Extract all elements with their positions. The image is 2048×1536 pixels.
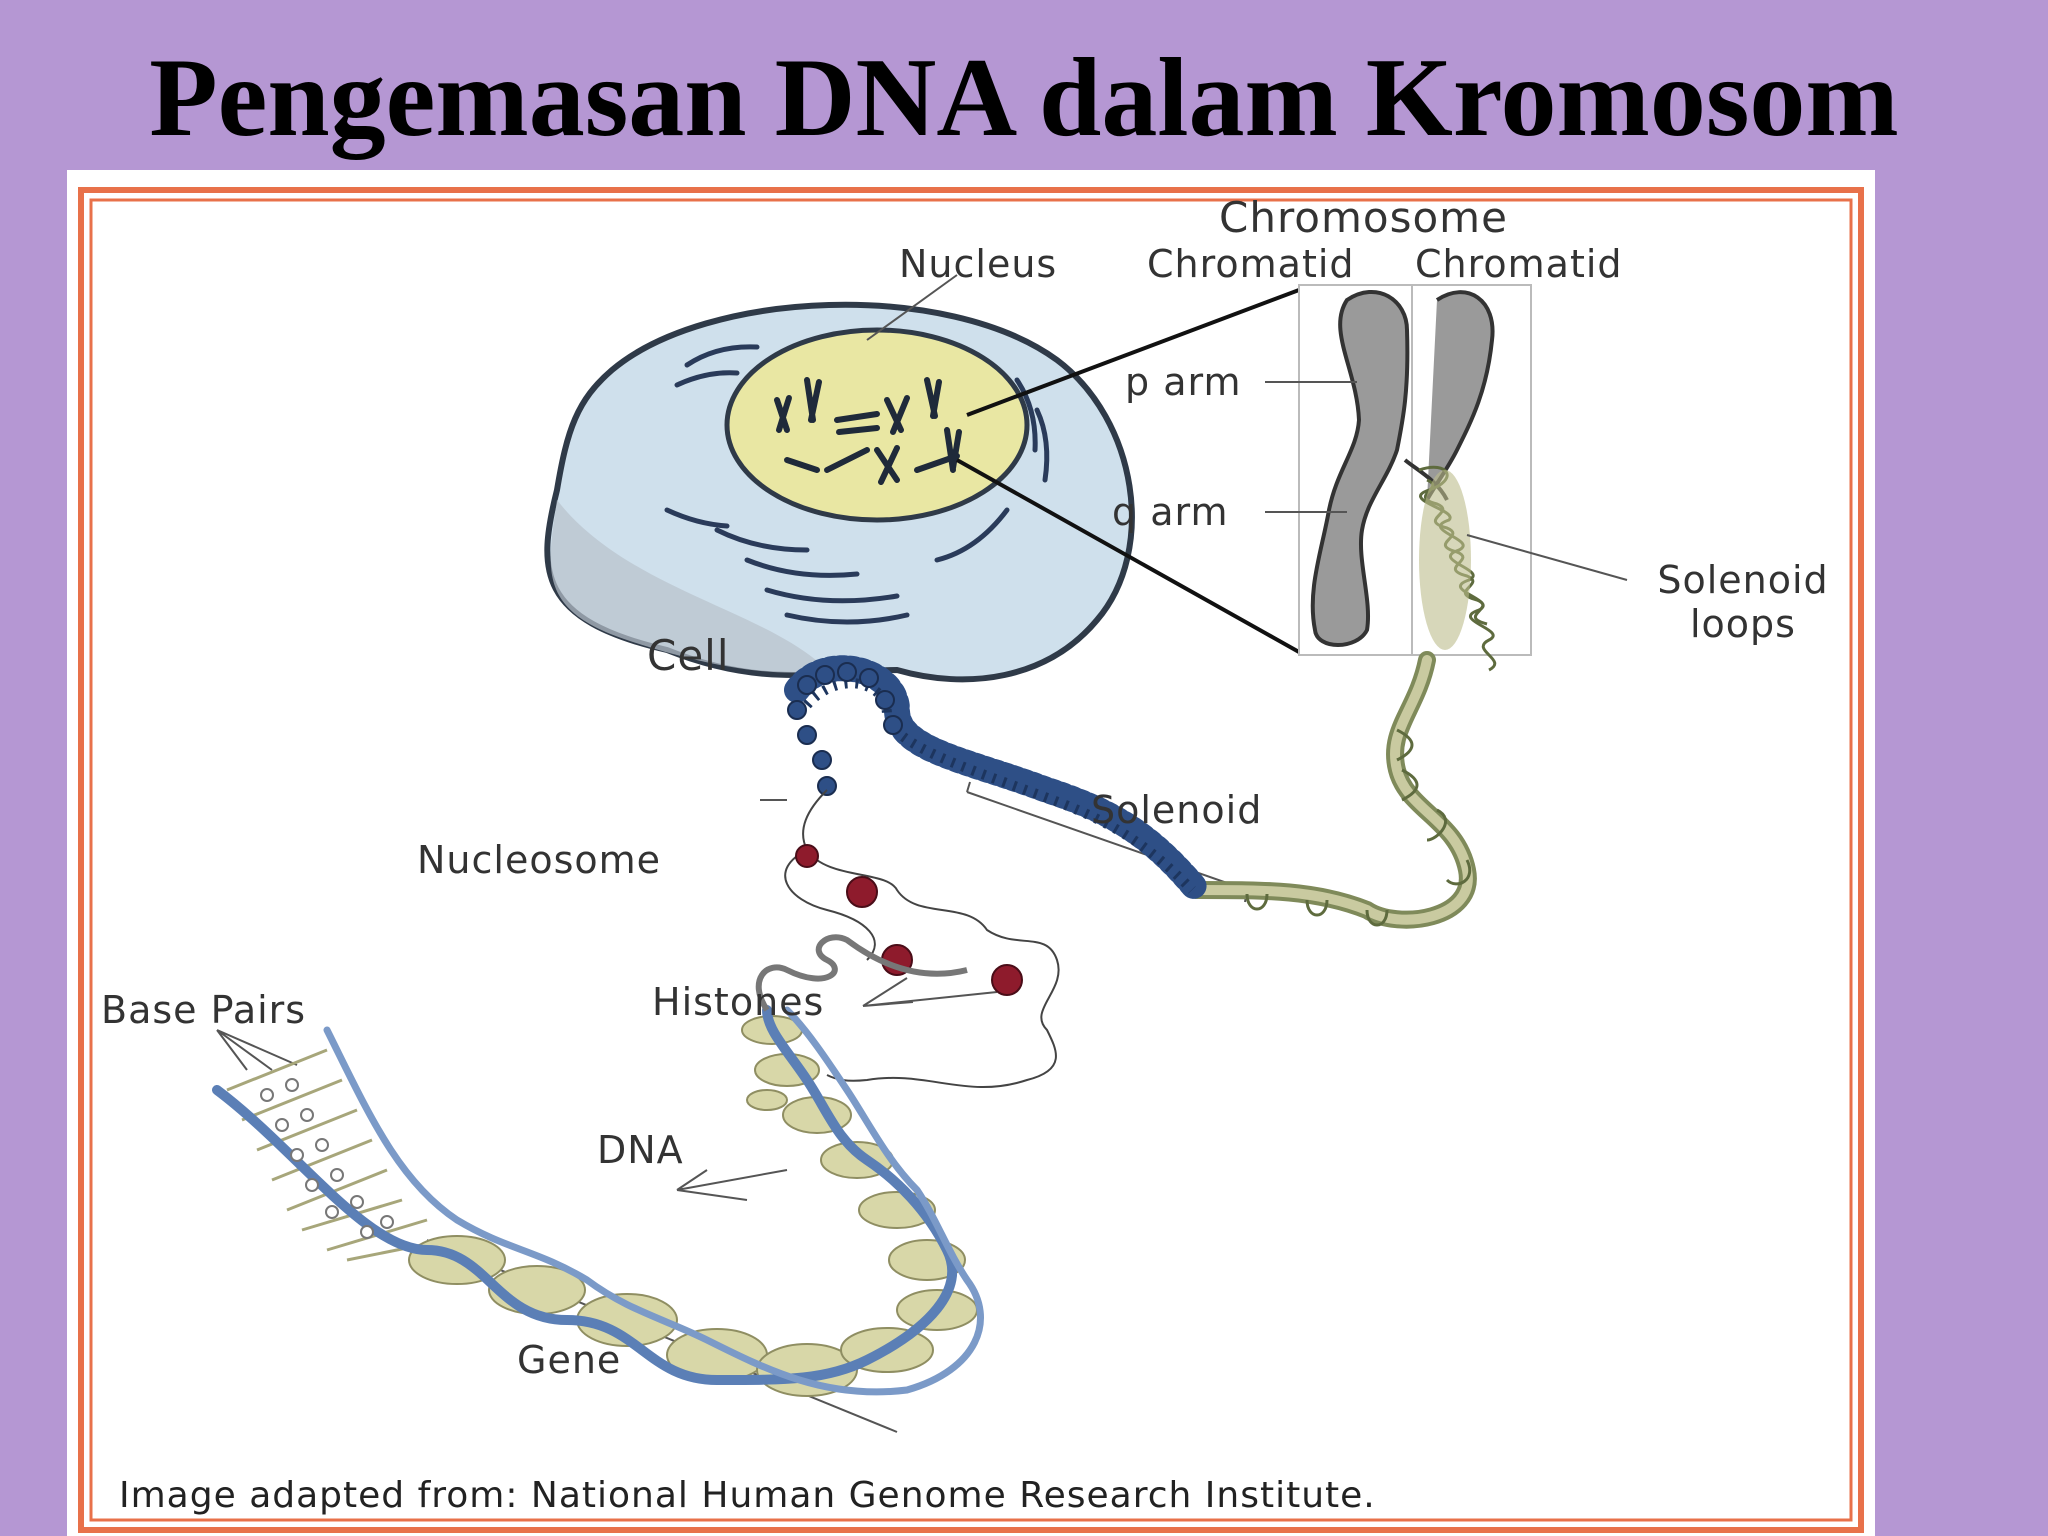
- diagram-graphics: [78, 187, 1864, 1533]
- cell-illustration: [544, 301, 1135, 683]
- label-chromatid-right: Chromatid: [1415, 242, 1623, 286]
- nucleosome-string: [784, 789, 1060, 1088]
- label-q-arm: q arm: [1112, 490, 1229, 534]
- label-solenoid-loops-line1: Solenoid: [1657, 558, 1829, 602]
- label-p-arm: p arm: [1125, 360, 1242, 404]
- label-histones: Histones: [652, 980, 825, 1024]
- image-credit: Image adapted from: National Human Genom…: [119, 1475, 1376, 1516]
- nucleus-illustration: [724, 327, 1030, 523]
- chromatin-fiber: [1188, 651, 1477, 929]
- label-solenoid-loops-line2: loops: [1690, 602, 1796, 646]
- label-chromatid-left: Chromatid: [1147, 242, 1355, 286]
- label-cell: Cell: [647, 631, 730, 680]
- histone-beads: [795, 844, 1023, 996]
- label-base-pairs: Base Pairs: [101, 988, 307, 1032]
- chromosome-illustration: [1298, 284, 1532, 672]
- figure-frame: [78, 187, 1864, 1533]
- label-solenoid-loops: Solenoid loops: [1623, 558, 1863, 646]
- label-nucleosome: Nucleosome: [417, 838, 662, 882]
- zoom-lines: [956, 288, 1300, 654]
- dna-double-helix: [212, 934, 984, 1397]
- label-solenoid: Solenoid: [1091, 788, 1263, 832]
- label-gene: Gene: [517, 1338, 622, 1382]
- solenoid-coil: [784, 655, 1210, 903]
- label-chromosome: Chromosome: [1219, 193, 1508, 242]
- dna-packaging-figure: Chromosome Nucleus Chromatid Chromatid p…: [67, 170, 1875, 1536]
- label-nucleus: Nucleus: [899, 242, 1058, 286]
- label-dna: DNA: [597, 1128, 684, 1172]
- slide-title: Pengemasan DNA dalam Kromosom: [149, 36, 1899, 160]
